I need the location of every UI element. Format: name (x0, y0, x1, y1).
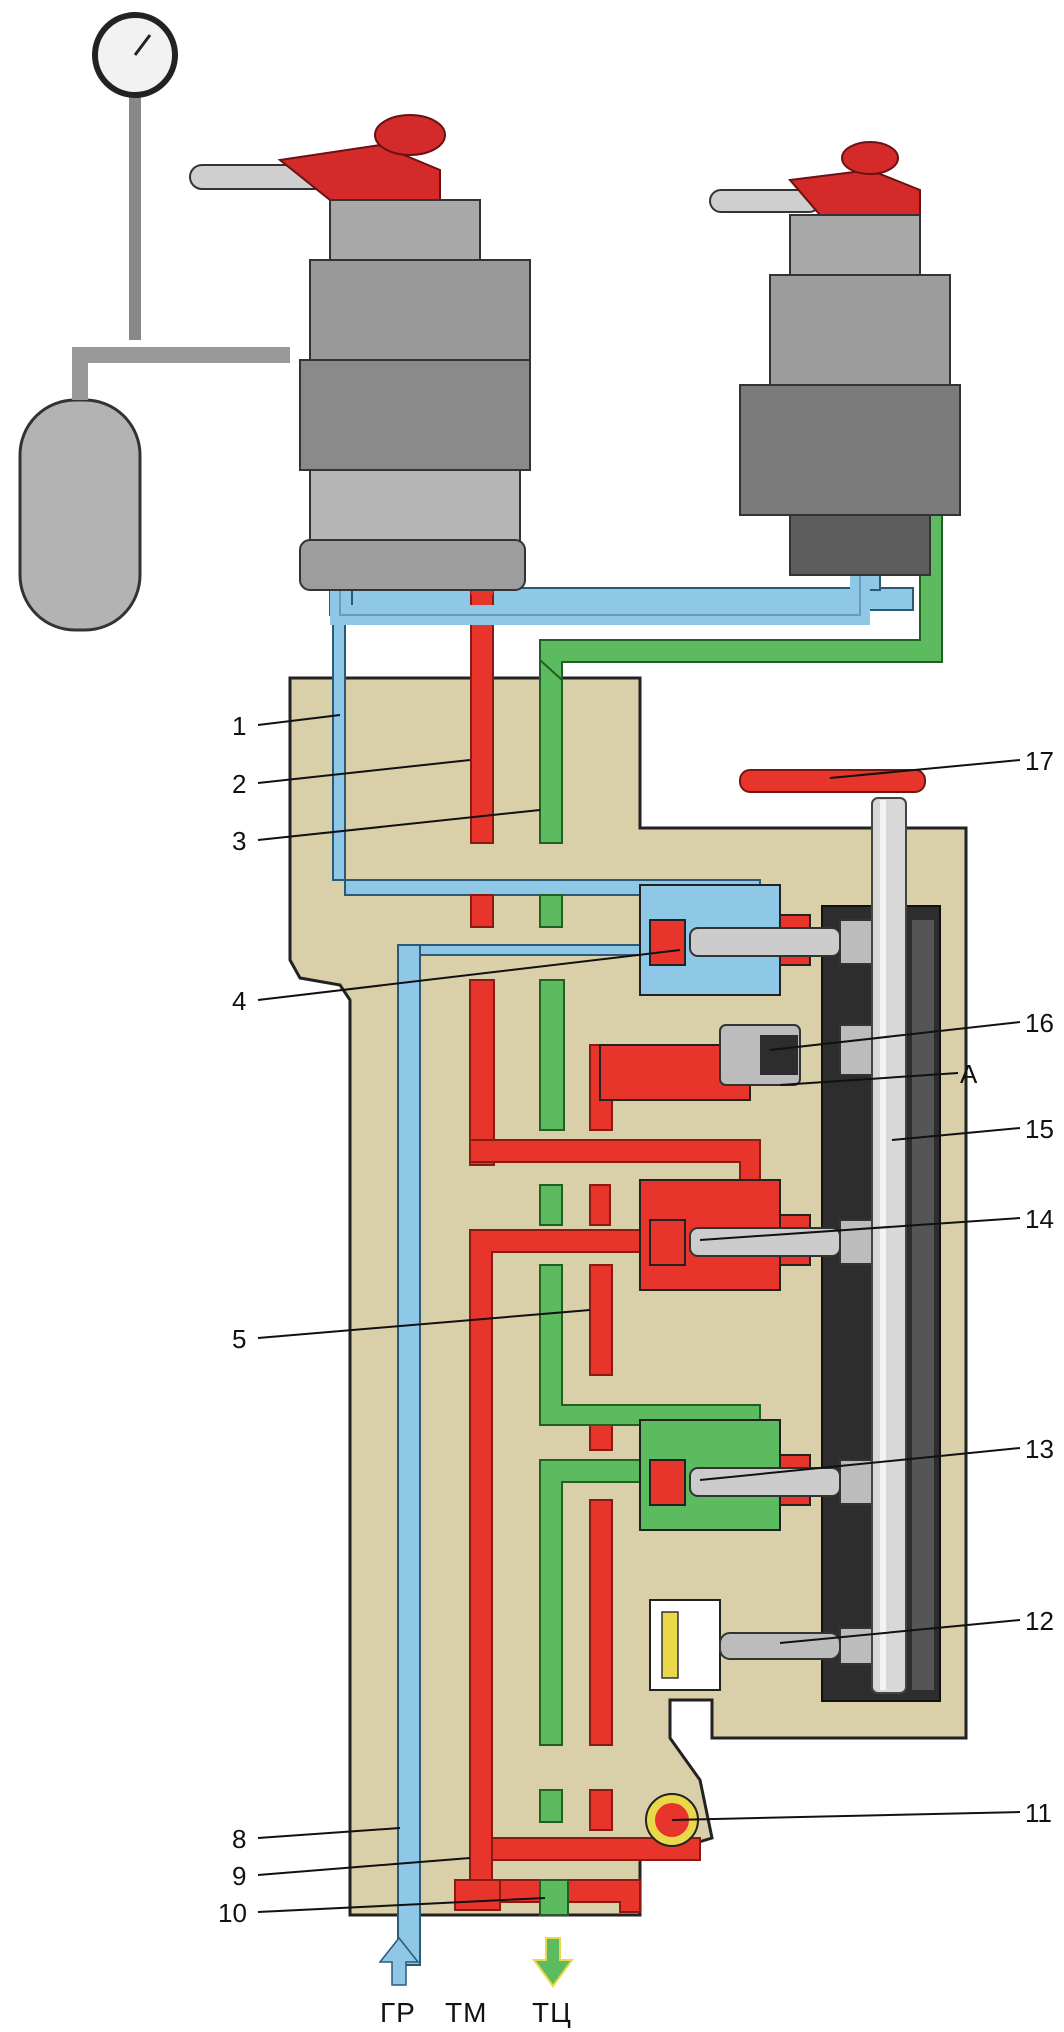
valve-16 (599, 1024, 899, 1101)
callout-labels: 1 2 3 4 5 8 9 10 11 12 13 14 15 16 17 А (218, 711, 1054, 1928)
arrow-down-icon (532, 1937, 574, 1988)
label-15: 15 (1025, 1114, 1054, 1144)
t-handle-17 (739, 769, 926, 793)
port-label-tm: ТМ (445, 1997, 487, 2028)
label-10: 10 (218, 1898, 247, 1928)
pressure-gauge (92, 12, 178, 340)
valve-14 (639, 1179, 899, 1291)
label-13: 13 (1025, 1434, 1054, 1464)
label-4: 4 (232, 986, 246, 1016)
label-14: 14 (1025, 1204, 1054, 1234)
valve-body-housing (288, 676, 968, 1917)
drivers-brake-valve (189, 114, 531, 591)
port-indicators: ГР ТМ ТЦ (378, 1936, 574, 2028)
label-9: 9 (232, 1861, 246, 1891)
label-8: 8 (232, 1824, 246, 1854)
label-12: 12 (1025, 1606, 1054, 1636)
label-17: 17 (1025, 746, 1054, 776)
leader-lines (257, 714, 1021, 1913)
label-16: 16 (1025, 1008, 1054, 1038)
valve-13 (639, 1419, 899, 1531)
arrow-up-icon (378, 1936, 420, 1986)
port-label-tc: ТЦ (532, 1997, 572, 2028)
label-A: А (960, 1059, 978, 1089)
label-3: 3 (232, 826, 246, 856)
port-label-gr: ГР (380, 1997, 416, 2028)
auxiliary-brake-valve (709, 141, 961, 576)
reservoir-tank (18, 347, 290, 632)
label-2: 2 (232, 769, 246, 799)
control-rod-15 (871, 797, 907, 1694)
label-11: 11 (1025, 1798, 1052, 1828)
label-1: 1 (232, 711, 246, 741)
label-5: 5 (232, 1324, 246, 1354)
brake-cylinder-green (539, 509, 943, 1916)
